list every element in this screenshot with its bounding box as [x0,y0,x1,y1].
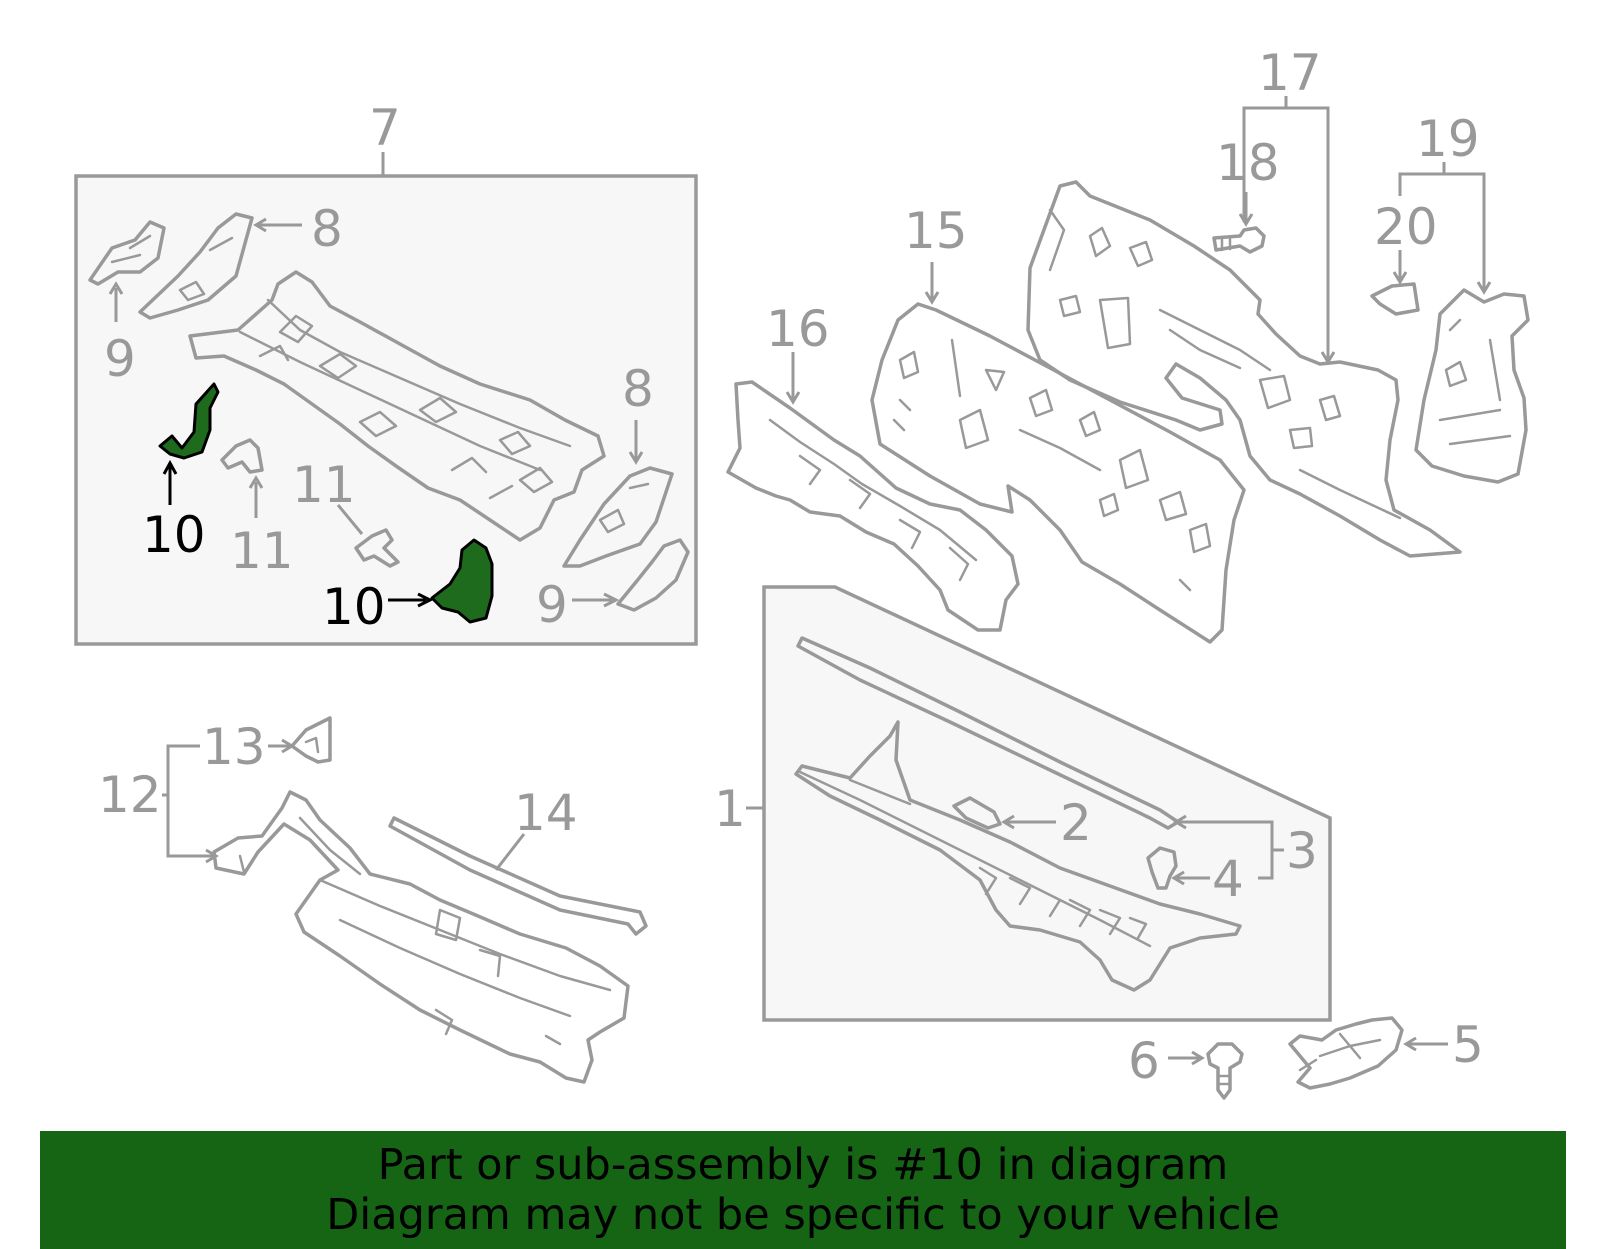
part-19-detail [1438,318,1512,446]
callout-13: 13 [202,718,266,776]
callout-11-left: 11 [230,522,294,580]
part-10-lower [430,538,494,624]
part-13-detail [304,736,320,754]
arrow-10-lower [417,592,434,608]
callout-15: 15 [904,202,968,260]
callout-1: 1 [714,780,746,838]
callout-4: 4 [1212,850,1244,908]
callout-6: 6 [1128,1032,1160,1090]
arrow-20 [1392,271,1408,285]
part-18-bolt-thread [1220,235,1232,252]
leader-14 [494,833,526,871]
banner-line-1: Part or sub-assembly is #10 in diagram [377,1140,1229,1190]
arrow-3 [1173,814,1187,830]
callout-14: 14 [514,784,578,842]
part-12-cowl-panel [212,790,630,1084]
callout-9-left: 9 [104,330,136,388]
part-5-bracket [1288,1016,1404,1090]
part-18-bolt [1212,226,1266,254]
callout-3: 3 [1286,822,1318,880]
callout-8-right: 8 [622,360,654,418]
assembly-7-box [74,174,698,646]
dash-upper-detail [238,298,572,500]
dash-upper-panel [188,270,606,542]
part-8-right [562,466,674,568]
part-10-upper [158,382,220,460]
part-1-cowl-detail [798,770,1152,948]
bracket-12 [166,744,214,858]
arrow-8-top [253,217,267,233]
part-5-detail [1298,1032,1382,1072]
callout-5: 5 [1452,1016,1484,1074]
part-20-clip [1370,282,1420,316]
part-11-left [220,438,264,474]
banner-line-2: Diagram may not be specific to your vehi… [326,1190,1280,1240]
callout-9-right: 9 [536,576,568,634]
part-6-bolt-thread [1216,1074,1232,1086]
part-17-dash-panel [1026,180,1462,558]
part-8-right-detail [598,482,650,534]
callout-16: 16 [766,300,830,358]
part-9-left [88,220,166,286]
arrow-5 [1403,1036,1417,1052]
info-banner: Part or sub-assembly is #10 in diagram D… [40,1131,1566,1249]
arrow-17 [1320,351,1336,365]
callout-18: 18 [1216,134,1280,192]
part-8-top [138,212,254,320]
arrow-2 [1001,814,1015,830]
part-14-strip [388,816,648,936]
part-1-cowl-top [794,720,1242,992]
part-8-top-detail [178,236,234,302]
callout-17: 17 [1258,44,1322,102]
arrow-13 [281,738,295,754]
part-9-right [616,538,690,612]
arrow-11-left [248,475,264,489]
arrow-18 [1238,213,1254,227]
bracket-19 [1398,172,1486,290]
arrow-15 [924,291,940,305]
part-2-clip [952,796,1002,830]
arrow-16 [785,391,801,405]
leader-11-right [336,504,364,535]
part-16-panel [726,380,1020,632]
part-9-left-detail [110,234,152,264]
part-12-detail [238,816,612,1046]
arrow-10-upper [162,459,178,475]
part-4-clip [1146,846,1178,890]
callout-11-right: 11 [292,456,356,514]
part-16-detail [768,418,978,582]
arrow-4 [1171,870,1185,886]
arrow-9-left [108,281,124,295]
part-6-bolt [1206,1042,1244,1100]
part-13-clip [290,716,332,764]
callout-10-upper: 10 [142,506,206,564]
part-11-right [354,528,400,568]
arrow-9-right [603,592,620,608]
part-17-detail [1048,208,1402,520]
callout-10-lower: 10 [322,578,386,636]
callout-12: 12 [98,766,162,824]
arrow-19 [1476,281,1492,295]
arrow-6 [1191,1050,1205,1066]
callout-7: 7 [369,99,401,157]
arrow-8-right [628,451,644,465]
callout-2: 2 [1060,794,1092,852]
callout-8-top: 8 [311,200,343,258]
part-15-detail [892,338,1212,592]
callout-20: 20 [1374,198,1438,256]
callout-19: 19 [1416,110,1480,168]
part-15-dash-panel [870,302,1246,644]
part-19-bracket [1414,288,1530,484]
